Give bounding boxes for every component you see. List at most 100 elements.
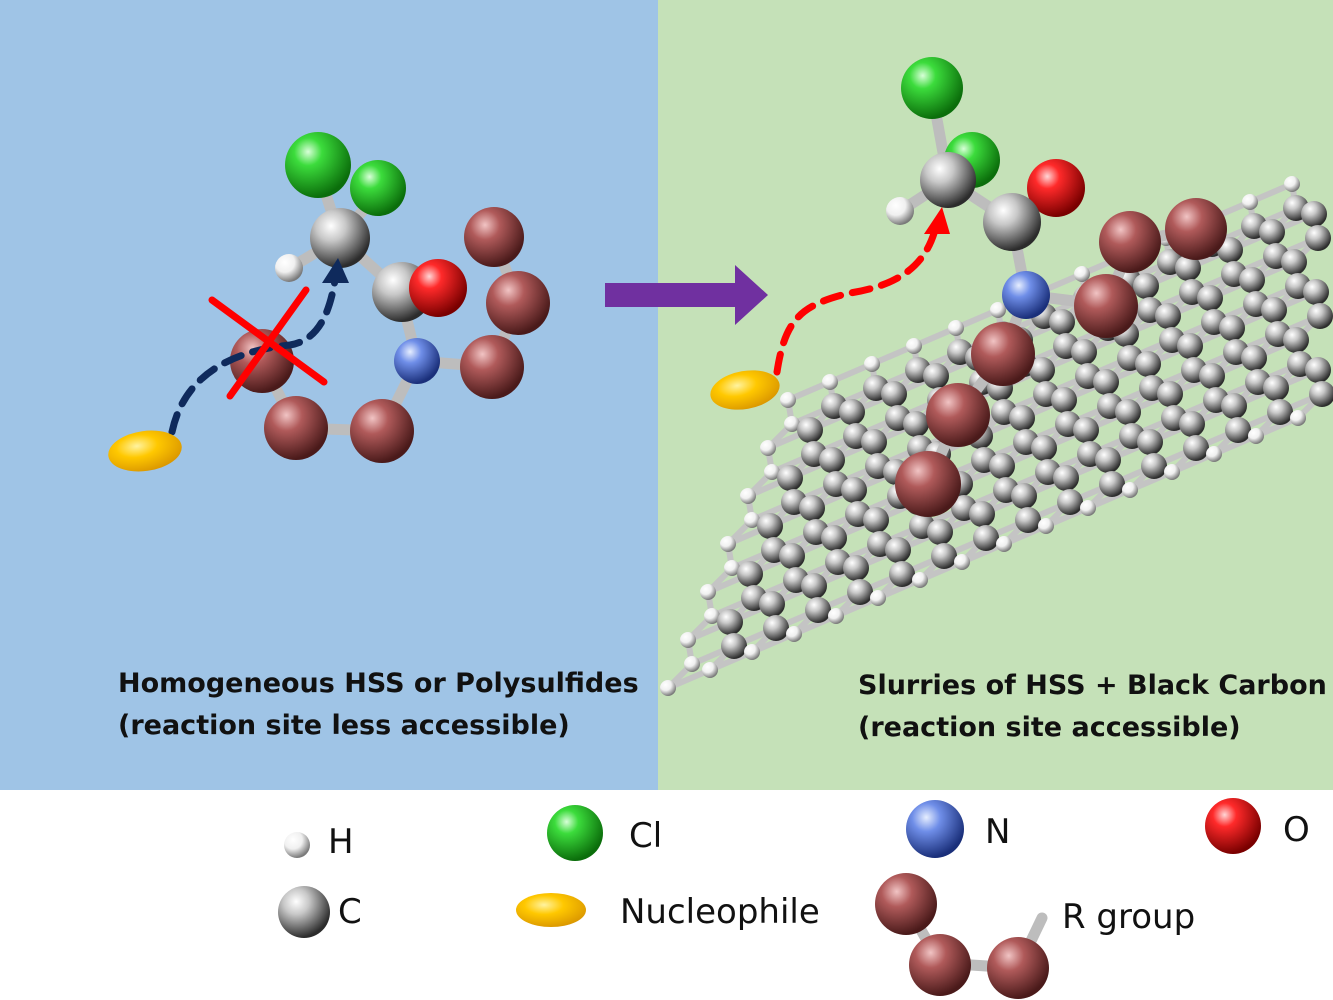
black-carbon-atom [1155, 303, 1181, 329]
left-oxygen-atom [409, 259, 467, 317]
black-carbon-atom [1301, 201, 1327, 227]
legend-oxygen-icon [1205, 798, 1261, 854]
black-carbon-atom [1049, 309, 1075, 335]
black-carbon-hydrogen-atom [680, 632, 696, 648]
black-carbon-hydrogen-atom [1284, 176, 1300, 192]
black-carbon-atom [923, 363, 949, 389]
black-carbon-hydrogen-atom [700, 584, 716, 600]
black-carbon-atom [1241, 345, 1267, 371]
black-carbon-atom [759, 591, 785, 617]
black-carbon-atom [1283, 327, 1309, 353]
black-carbon-atom [1219, 315, 1245, 341]
black-carbon-hydrogen-atom [780, 392, 796, 408]
black-carbon-hydrogen-atom [822, 374, 838, 390]
legend-chlorine-label: Cl [629, 816, 662, 856]
black-carbon-atom [839, 399, 865, 425]
black-carbon-atom [1303, 279, 1329, 305]
right-r-group-atom [1165, 198, 1227, 260]
black-carbon-atom [763, 615, 789, 641]
left-r-group-atom [464, 207, 524, 267]
black-carbon-atom [1015, 507, 1041, 533]
black-carbon-atom [1261, 297, 1287, 323]
black-carbon-hydrogen-atom [954, 554, 970, 570]
black-carbon-atom [1053, 465, 1079, 491]
transition-arrow [605, 265, 768, 325]
black-carbon-atom [969, 501, 995, 527]
black-carbon-hydrogen-atom [870, 590, 886, 606]
black-carbon-atom [1259, 219, 1285, 245]
legend-nitrogen-label: N [985, 812, 1010, 852]
black-carbon-hydrogen-atom [828, 608, 844, 624]
left-r-group-atom [486, 271, 550, 335]
right-r-group-atom [1074, 274, 1138, 338]
black-carbon-atom [1051, 387, 1077, 413]
black-carbon-atom [1263, 375, 1289, 401]
black-carbon-atom [1267, 399, 1293, 425]
black-carbon-atom [847, 579, 873, 605]
black-carbon-hydrogen-atom [1038, 518, 1054, 534]
black-carbon-atom [1029, 357, 1055, 383]
legend-chlorine-icon [547, 805, 603, 861]
black-carbon-atom [1305, 225, 1331, 251]
black-carbon-atom [889, 561, 915, 587]
black-carbon-hydrogen-atom [740, 488, 756, 504]
black-carbon-atom [717, 609, 743, 635]
black-carbon-atom [1073, 417, 1099, 443]
left-chlorine-atom [285, 132, 351, 198]
black-carbon-atom [861, 429, 887, 455]
black-carbon-atom [1309, 381, 1333, 407]
left-hydrogen-atom [275, 254, 303, 282]
black-carbon-hydrogen-atom [720, 536, 736, 552]
black-carbon-hydrogen-atom [906, 338, 922, 354]
right-caption-line2: (reaction site accessible) [858, 712, 1241, 743]
legend-carbon-label: C [338, 892, 362, 932]
black-carbon-hydrogen-atom [1242, 194, 1258, 210]
black-carbon-atom [931, 543, 957, 569]
black-carbon-atom [1137, 429, 1163, 455]
black-carbon-atom [1305, 357, 1331, 383]
right-oxygen-atom [1027, 159, 1085, 217]
black-carbon-atom [797, 417, 823, 443]
left-r-group-atom [350, 399, 414, 463]
right-carbon-atom [983, 193, 1041, 251]
legend-background [0, 790, 1333, 1000]
black-carbon-atom [841, 477, 867, 503]
open-attack-path [773, 226, 939, 376]
black-carbon-atom [1133, 273, 1159, 299]
right-nucleophile [710, 370, 780, 410]
black-carbon-hydrogen-atom [786, 626, 802, 642]
left-caption-line1: Homogeneous HSS or Polysulfides [118, 668, 639, 699]
black-carbon-atom [819, 447, 845, 473]
black-carbon-hydrogen-atom [684, 656, 700, 672]
black-carbon-atom [881, 381, 907, 407]
right-carbon-atom [920, 152, 976, 208]
black-carbon-hydrogen-atom [990, 302, 1006, 318]
black-carbon-hydrogen-atom [912, 572, 928, 588]
black-carbon-atom [1179, 411, 1205, 437]
black-carbon-atom [863, 507, 889, 533]
left-chlorine-atom [350, 160, 406, 216]
black-carbon-hydrogen-atom [744, 512, 760, 528]
black-carbon-atom [1183, 435, 1209, 461]
black-carbon-atom [757, 513, 783, 539]
left-r-group-atom [264, 396, 328, 460]
legend-oxygen-label: O [1283, 810, 1310, 850]
black-carbon-atom [927, 519, 953, 545]
black-carbon-atom [799, 495, 825, 521]
right-r-group-atom [1099, 211, 1161, 273]
black-carbon-hydrogen-atom [1080, 500, 1096, 516]
legend-nitrogen-icon [906, 800, 964, 858]
black-carbon-hydrogen-atom [1206, 446, 1222, 462]
black-carbon-atom [1031, 435, 1057, 461]
black-carbon-atom [903, 411, 929, 437]
black-carbon-hydrogen-atom [704, 608, 720, 624]
black-carbon-atom [1011, 483, 1037, 509]
left-nitrogen-atom [394, 338, 440, 384]
black-carbon-atom [801, 573, 827, 599]
black-carbon-atom [1099, 471, 1125, 497]
legend-carbon-icon [278, 886, 330, 938]
black-carbon-hydrogen-atom [1164, 464, 1180, 480]
black-carbon-atom [1225, 417, 1251, 443]
